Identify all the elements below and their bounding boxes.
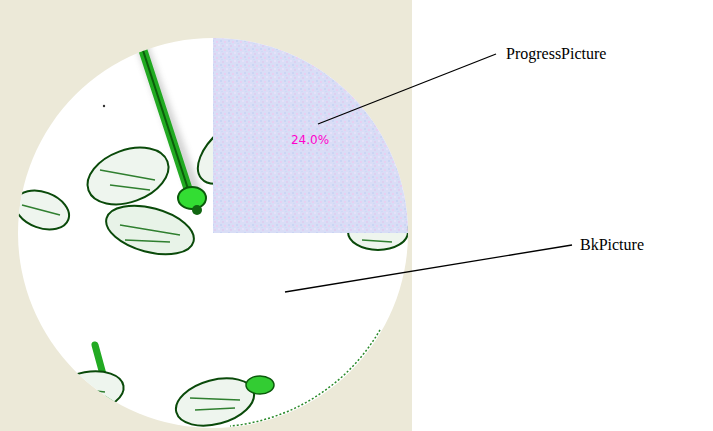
bk-picture	[18, 38, 408, 428]
progress-percent: 24.0%	[291, 133, 329, 147]
dragonfly-pictures	[10, 35, 408, 431]
window-background	[0, 0, 412, 431]
leader-line	[285, 245, 572, 292]
leader-line	[318, 54, 496, 124]
progress-picture	[213, 38, 408, 233]
part-name: ProgressPicture	[506, 45, 606, 63]
part-name: BkPicture	[580, 236, 644, 254]
